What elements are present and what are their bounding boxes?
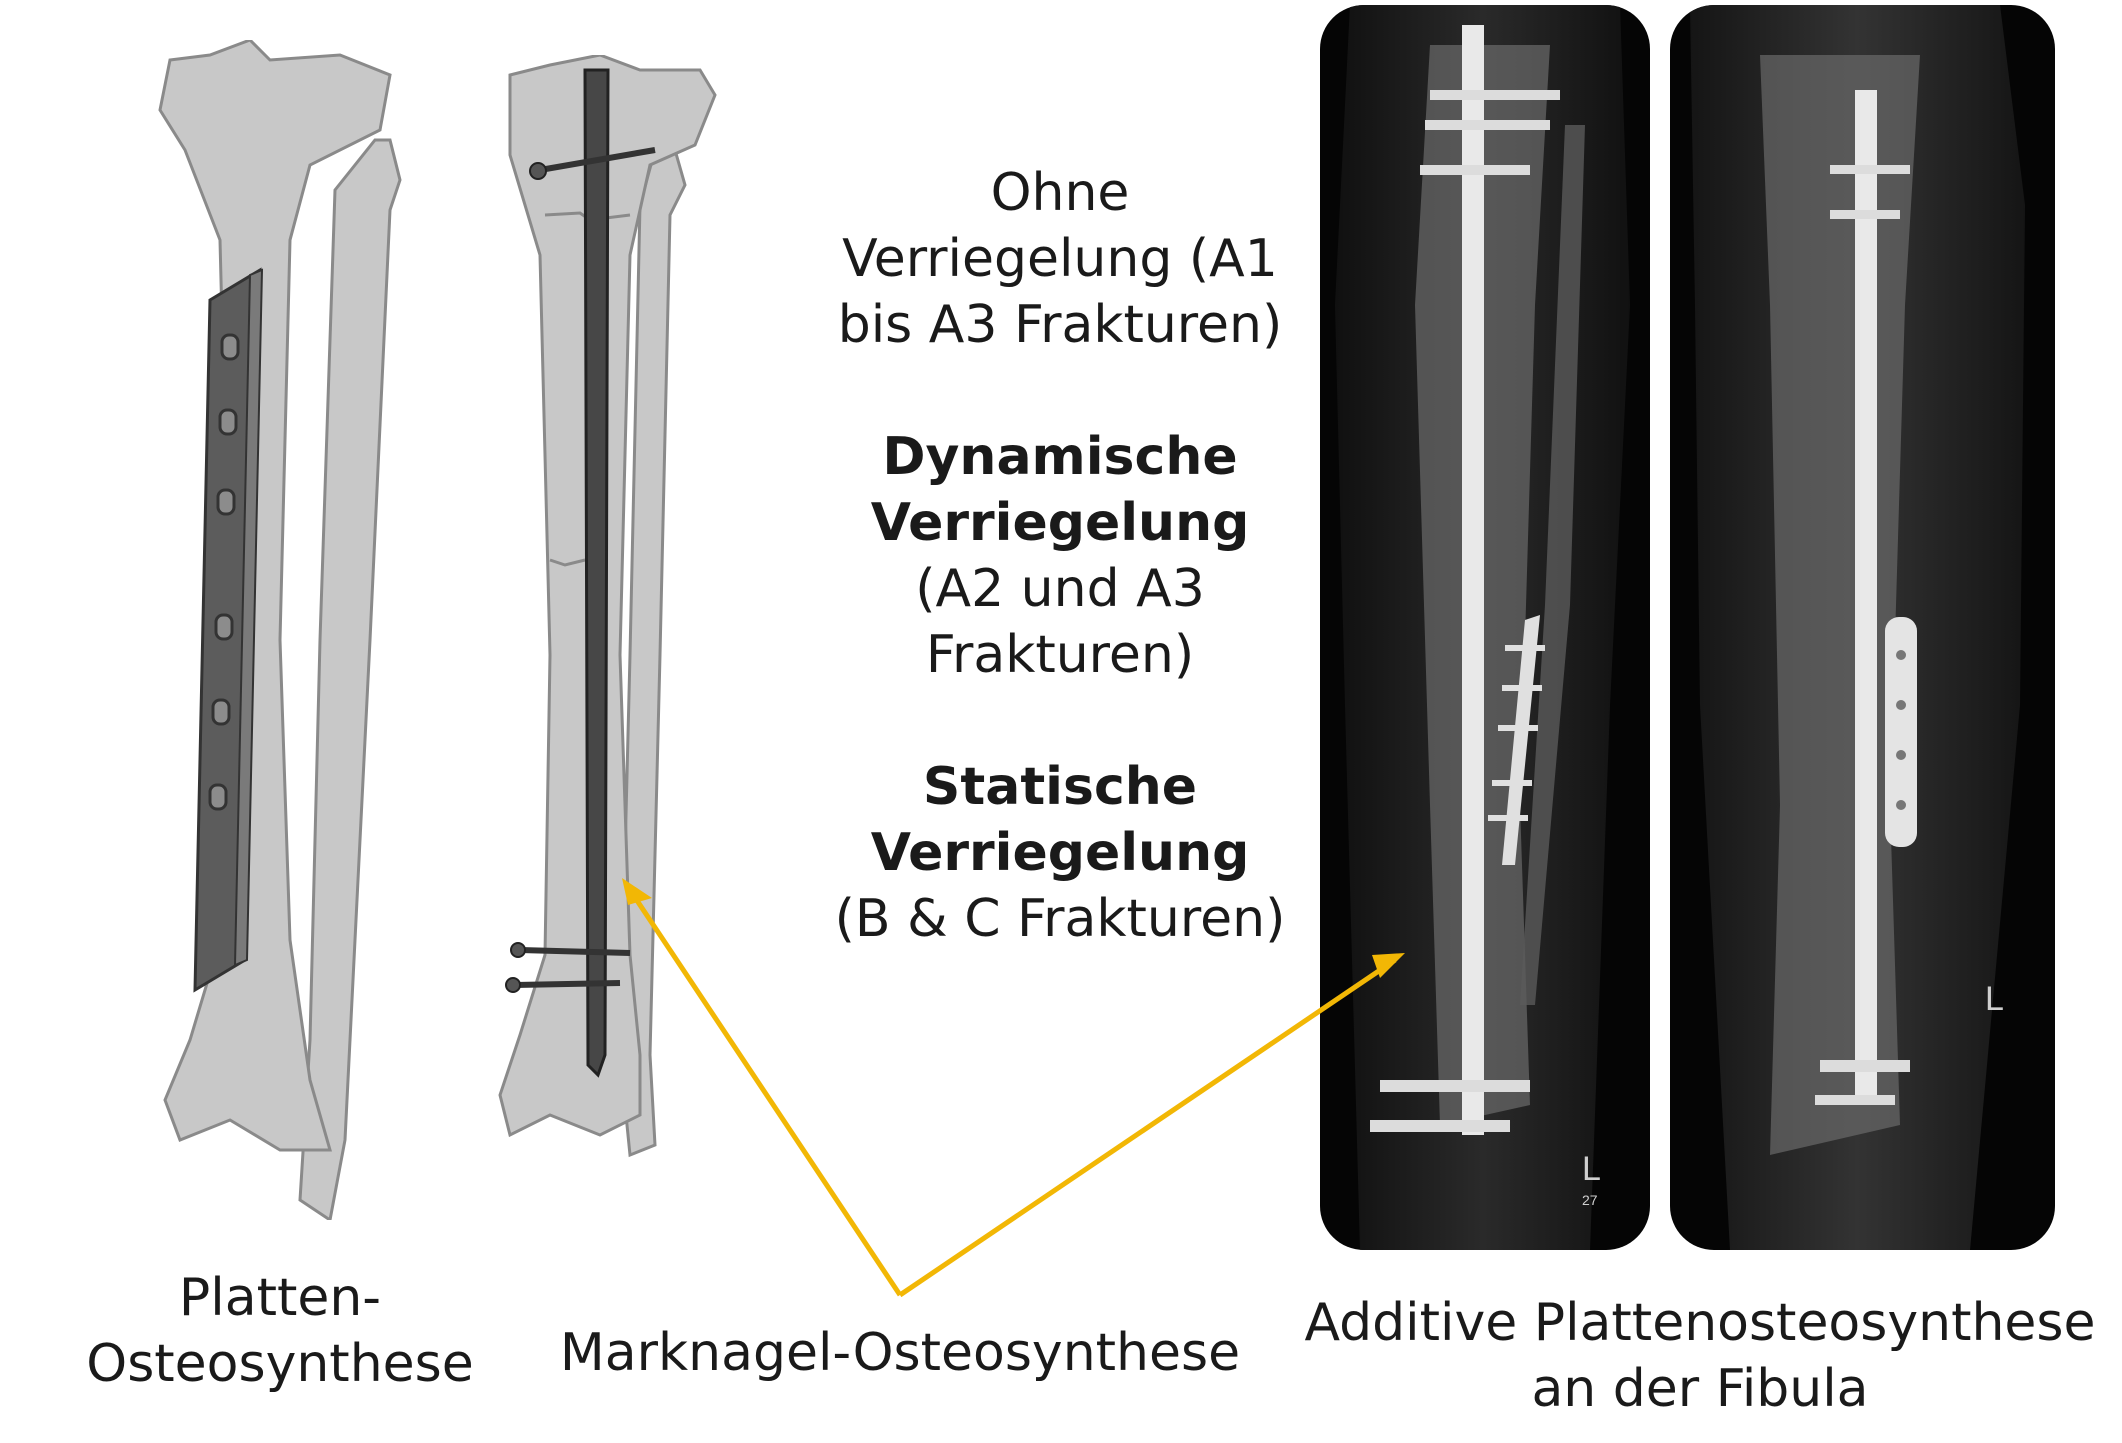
xray-marker-letter: L	[1985, 980, 2004, 1018]
plate-caption-line2: Osteosynthese	[86, 1334, 474, 1394]
distal-locking-screw	[514, 980, 621, 988]
screw-head	[529, 162, 547, 180]
xray-caption-line1: Additive Plattenosteosynthese	[1304, 1293, 2096, 1353]
dynamic-locking-line4: Frakturen)	[925, 625, 1195, 685]
xray-marker-number: 27	[1582, 1192, 1598, 1208]
proximal-locking-screw	[539, 147, 656, 173]
xray-ap-svg: L 27	[1335, 5, 1630, 1250]
xray-marker-letter: L	[1582, 1150, 1601, 1188]
nail-caption: Marknagel-Osteosynthese	[540, 1320, 1260, 1386]
locking-screws	[514, 147, 656, 988]
plate-osteosynthesis-figure	[140, 40, 420, 1220]
fibula-shadow	[1520, 125, 1585, 1005]
xray-caption: Additive Plattenosteosynthese an der Fib…	[1300, 1290, 2100, 1422]
intramedullary-nail	[583, 68, 610, 1078]
plate-hole	[216, 488, 236, 516]
static-locking-line3: (B & C Frakturen)	[834, 889, 1286, 949]
plate-hole	[208, 783, 228, 811]
fracture-line	[549, 558, 586, 567]
xray-caption-line2: an der Fibula	[1531, 1359, 1869, 1419]
xray-image-ap: L 27	[1320, 5, 1650, 1250]
spacer	[800, 688, 1320, 754]
screw-head	[505, 977, 521, 993]
tibia-shadow	[1760, 55, 1920, 1155]
bone-plate-edge	[233, 268, 264, 967]
screw-head	[510, 942, 526, 958]
plate-hole	[220, 333, 240, 361]
xray-lateral-svg: L	[1690, 5, 2025, 1250]
plate-hole	[214, 613, 234, 641]
spacer	[800, 358, 1320, 424]
distal-locking-screw	[519, 947, 631, 956]
locking-notes: Ohne Verriegelung (A1 bis A3 Frakturen) …	[800, 160, 1320, 952]
nail-osteosynthesis-svg	[498, 55, 717, 1158]
plate-osteosynthesis-svg	[158, 40, 402, 1220]
no-locking-line3: bis A3 Frakturen)	[837, 295, 1283, 355]
dynamic-locking-title2: Verriegelung	[870, 493, 1250, 553]
plate-caption-line1: Platten-	[178, 1268, 382, 1328]
plate-hole	[211, 698, 231, 726]
fibula-plate	[1885, 617, 1917, 847]
dynamic-locking-line3: (A2 und A3	[915, 559, 1205, 619]
plate-screw-holes	[208, 333, 240, 811]
xray-screws	[1815, 165, 1910, 1105]
nail-caption-text: Marknagel-Osteosynthese	[559, 1323, 1241, 1383]
fibula-plate	[1488, 615, 1545, 865]
xray-image-lateral: L	[1670, 5, 2055, 1250]
no-locking-line2: Verriegelung (A1	[842, 229, 1278, 289]
plate-caption: Platten- Osteosynthese	[60, 1265, 500, 1397]
no-locking-line1: Ohne	[990, 163, 1130, 223]
static-locking-title2: Verriegelung	[870, 823, 1250, 883]
xray-nail	[1855, 90, 1877, 1100]
static-locking-title1: Statische	[922, 757, 1198, 817]
fibula-bone	[298, 138, 402, 1220]
dynamic-locking-title1: Dynamische	[882, 427, 1238, 487]
nail-osteosynthesis-figure	[490, 55, 750, 1215]
xray-screws	[1370, 90, 1560, 1132]
xray-nail	[1462, 25, 1484, 1135]
plate-hole	[218, 408, 238, 436]
